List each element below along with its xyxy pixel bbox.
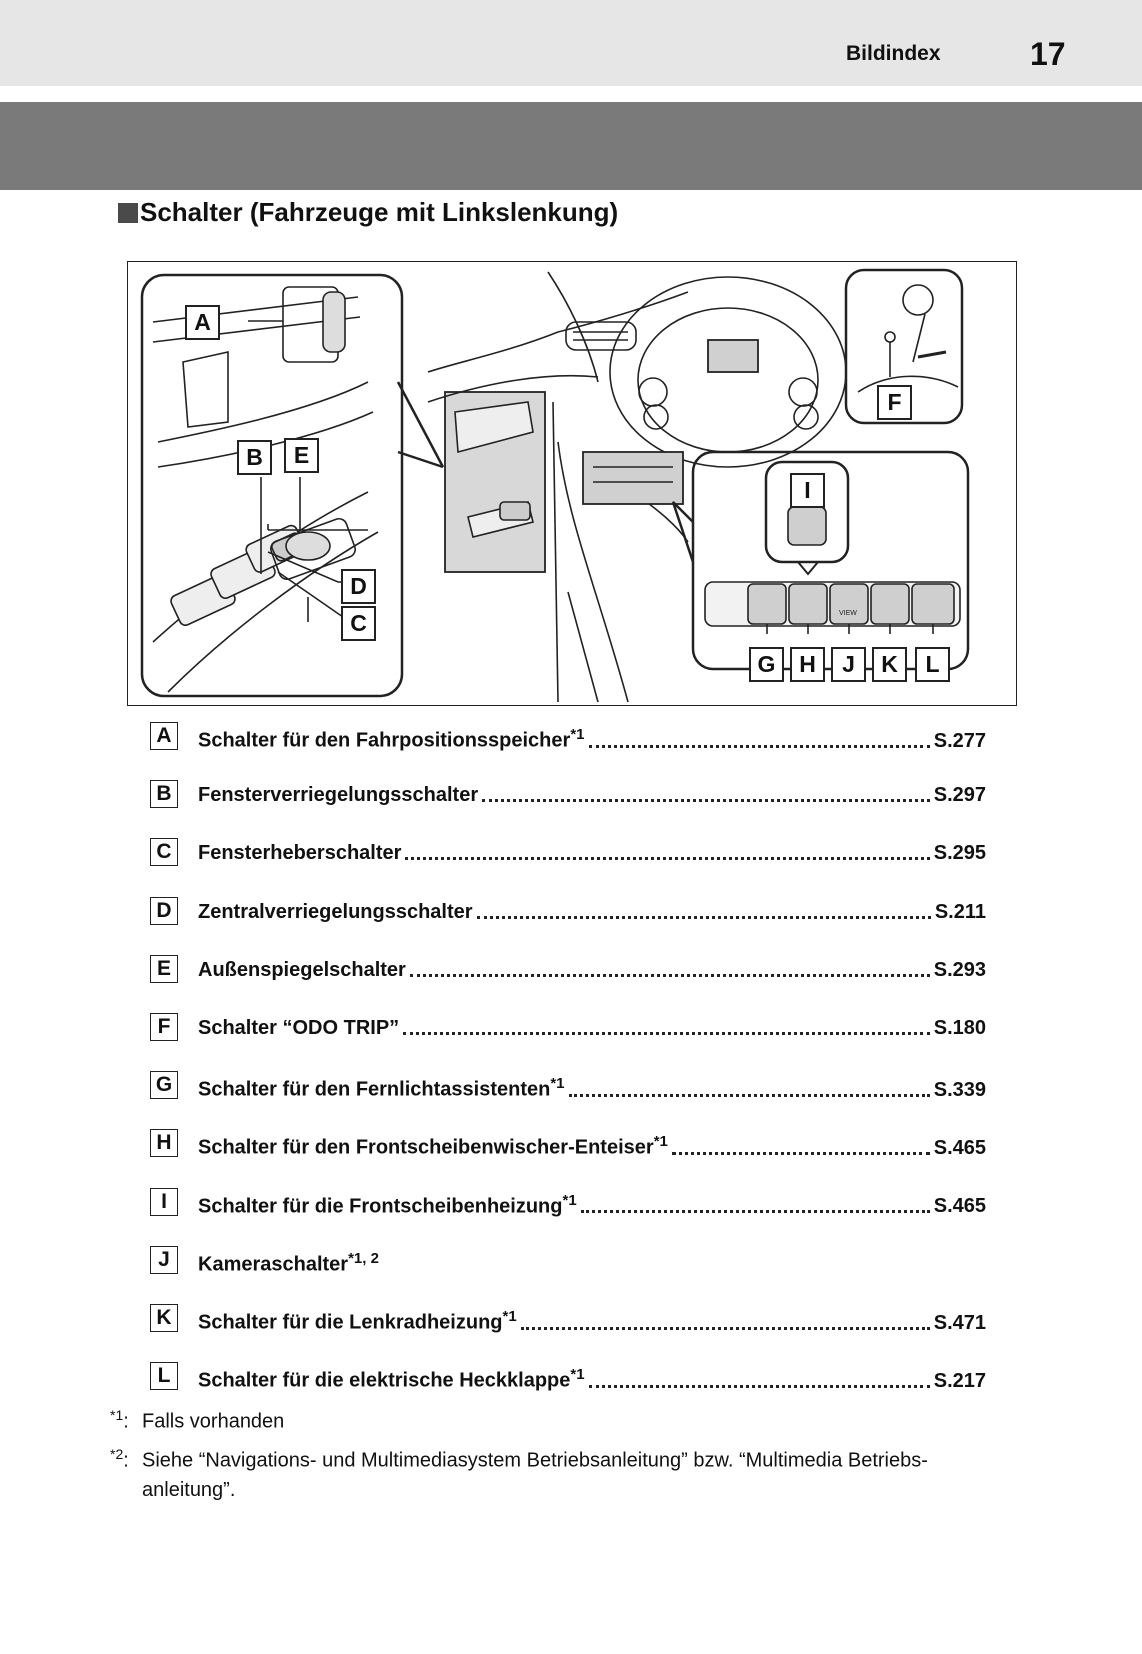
- list-item: K Schalter für die Lenkradheizung*1 S.471: [150, 1303, 986, 1362]
- item-letter: H: [150, 1129, 178, 1158]
- item-page-ref[interactable]: S.211: [934, 900, 986, 923]
- item-text: Kameraschalter*1, 2: [198, 1249, 379, 1276]
- page-number: 17: [1030, 36, 1066, 72]
- item-letter: E: [150, 954, 178, 983]
- item-letter: C: [150, 838, 178, 867]
- list-item: A Schalter für den Fahrpositionsspeicher…: [150, 722, 986, 780]
- leader-dots: [482, 798, 930, 803]
- item-page-ref[interactable]: S.471: [933, 1311, 986, 1334]
- leader-dots: [409, 973, 930, 977]
- item-text: Schalter für die Frontscheibenheizung*1: [198, 1191, 577, 1218]
- section-name: Bildindex: [846, 42, 941, 65]
- item-letter: G: [150, 1071, 178, 1100]
- header-band: [0, 0, 1142, 86]
- callout-a: A: [185, 305, 220, 340]
- item-text: Schalter für die Lenkradheizung*1: [198, 1307, 517, 1334]
- leader-dots: [403, 1031, 930, 1035]
- item-letter: A: [150, 722, 178, 750]
- callout-d: D: [341, 569, 376, 604]
- item-page-ref[interactable]: S.180: [933, 1016, 986, 1039]
- item-letter: J: [150, 1245, 178, 1274]
- item-text: Außenspiegelschalter: [198, 958, 406, 981]
- item-letter: D: [150, 896, 178, 925]
- item-text: Fensterverriegelungsschalter: [198, 784, 479, 807]
- list-item: I Schalter für die Frontscheibenheizung*…: [150, 1187, 986, 1246]
- item-letter: I: [150, 1187, 178, 1216]
- callout-j: J: [831, 647, 866, 682]
- heading-text: Schalter (Fahrzeuge mit Linkslenkung): [140, 197, 619, 227]
- dashboard-illustration: VIEW: [140, 268, 970, 703]
- callout-l: L: [915, 647, 950, 682]
- callout-h: H: [790, 647, 825, 682]
- list-item: D Zentralverriegelungsschalter S.211: [150, 896, 986, 955]
- item-text: Schalter für den Fahrpositionsspeicher*1: [198, 726, 585, 752]
- leader-dots: [588, 744, 930, 748]
- item-text: Schalter “ODO TRIP”: [198, 1016, 400, 1039]
- item-letter: L: [150, 1362, 178, 1391]
- item-page-ref[interactable]: S.465: [933, 1136, 986, 1159]
- leader-dots: [520, 1326, 930, 1330]
- item-text: Zentralverriegelungsschalter: [198, 900, 473, 923]
- item-page-ref[interactable]: S.277: [933, 729, 986, 752]
- item-text: Schalter für den Fernlichtassistenten*1: [198, 1075, 565, 1101]
- callout-e: E: [284, 438, 319, 473]
- item-page-ref[interactable]: S.295: [933, 842, 986, 865]
- item-page-ref[interactable]: S.217: [933, 1369, 986, 1392]
- section-heading: Schalter (Fahrzeuge mit Linkslenkung): [118, 197, 618, 228]
- switch-index-list: A Schalter für den Fahrpositionsspeicher…: [150, 722, 986, 1420]
- leader-dots: [476, 915, 931, 919]
- footnote-2-continuation: anleitung”.: [142, 1479, 236, 1501]
- leader-dots: [405, 856, 930, 861]
- item-page-ref[interactable]: S.339: [933, 1078, 986, 1101]
- door-panel-inset: [140, 273, 404, 698]
- callout-f: F: [877, 385, 912, 420]
- leader-dots: [588, 1384, 930, 1388]
- callout-c: C: [341, 606, 376, 641]
- item-text: Schalter für den Frontscheibenwischer-En…: [198, 1133, 668, 1159]
- callout-k: K: [872, 647, 907, 682]
- list-item: C Fensterheberschalter S.295: [150, 838, 986, 896]
- item-page-ref[interactable]: S.297: [933, 784, 986, 807]
- item-letter: B: [150, 780, 178, 809]
- title-band: [0, 102, 1142, 190]
- switch-location-figure: VIEW A B E D C F I G H J K L: [127, 261, 1017, 706]
- view-button-label: VIEW: [839, 610, 857, 617]
- item-letter: F: [150, 1012, 178, 1041]
- leader-dots: [568, 1093, 930, 1097]
- list-item: F Schalter “ODO TRIP” S.180: [150, 1012, 986, 1071]
- list-item: G Schalter für den Fernlichtassistenten*…: [150, 1071, 986, 1129]
- callout-i: I: [790, 473, 825, 508]
- item-text: Schalter für die elektrische Heckklappe*…: [198, 1366, 585, 1392]
- item-letter: K: [150, 1303, 178, 1332]
- item-page-ref[interactable]: S.293: [933, 958, 986, 981]
- list-item: L Schalter für die elektrische Heckklapp…: [150, 1362, 986, 1420]
- list-item: J Kameraschalter*1, 2: [150, 1245, 986, 1304]
- heading-square-icon: [118, 202, 138, 223]
- item-page-ref[interactable]: S.465: [933, 1195, 986, 1218]
- footnote-2: *2:Siehe “Navigations- und Multimediasys…: [110, 1446, 928, 1472]
- list-item: E Außenspiegelschalter S.293: [150, 954, 986, 1013]
- switch-panel-inset: [691, 450, 970, 671]
- list-item: B Fensterverriegelungsschalter S.297: [150, 780, 986, 838]
- cluster-inset: [844, 268, 964, 425]
- switch-i-inset: [764, 460, 850, 564]
- callout-b: B: [237, 440, 272, 475]
- leader-dots: [671, 1151, 930, 1155]
- callout-g: G: [749, 647, 784, 682]
- footnote-1: *1:Falls vorhanden: [110, 1407, 285, 1433]
- item-text: Fensterheberschalter: [198, 842, 402, 865]
- list-item: H Schalter für den Frontscheibenwischer-…: [150, 1129, 986, 1187]
- leader-dots: [580, 1209, 930, 1214]
